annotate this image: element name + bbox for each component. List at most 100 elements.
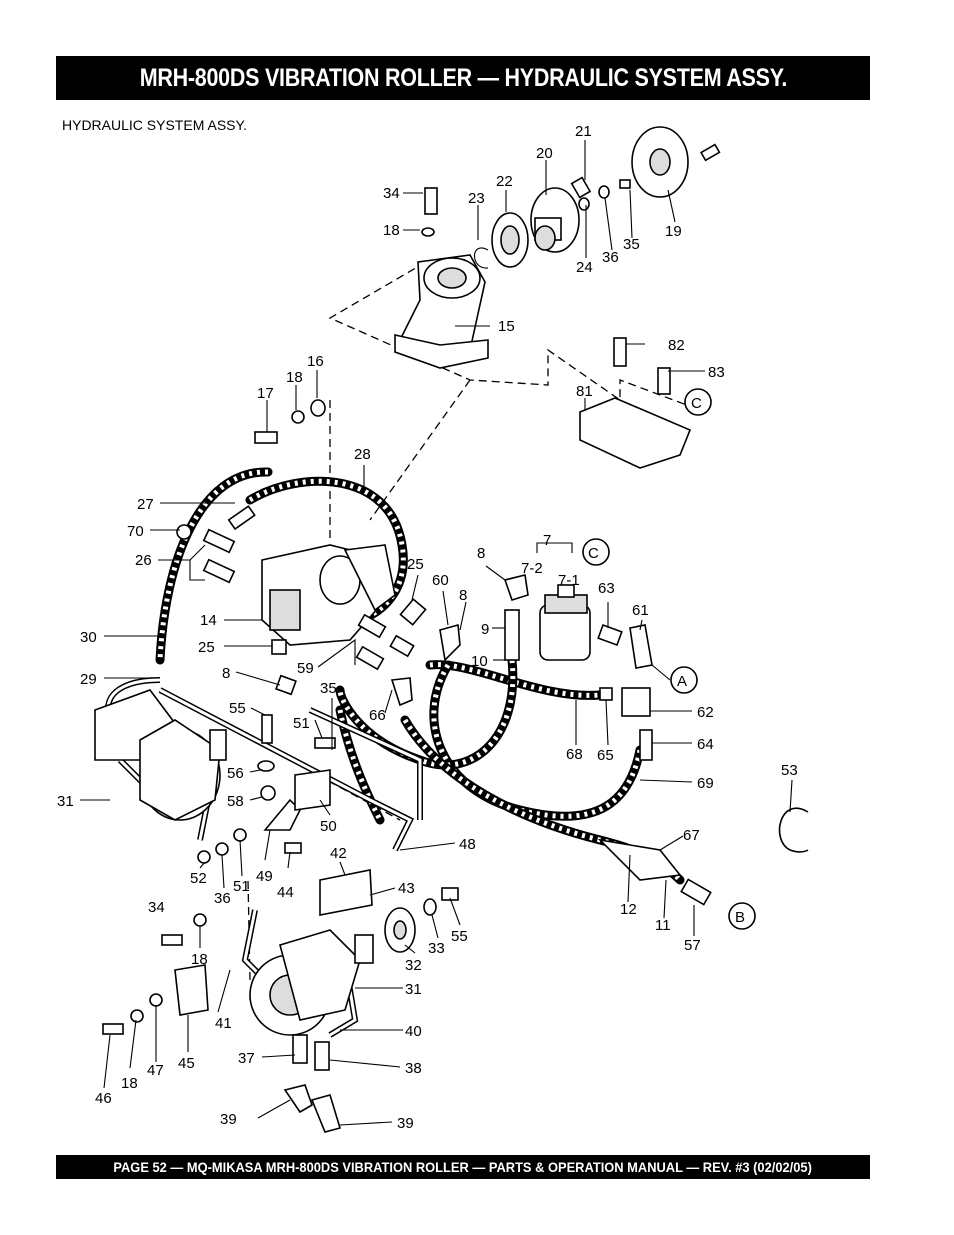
callout-40: 40 <box>405 1023 422 1040</box>
washer-part <box>197 850 211 864</box>
snap-ring-part <box>474 247 489 269</box>
callout-24: 24 <box>576 259 593 276</box>
callout-11: 11 <box>655 917 671 934</box>
callout-70: 70 <box>127 523 144 540</box>
callout-83: 83 <box>708 364 725 381</box>
callout-25: 25 <box>198 639 215 656</box>
callout-b-ref: B <box>735 909 745 926</box>
callout-18: 18 <box>191 951 208 968</box>
callout-7-2: 7-2 <box>521 560 543 577</box>
elbow-fitting-part <box>310 1094 342 1133</box>
control-valve-part <box>261 544 396 646</box>
bolt-part <box>657 367 671 395</box>
bearing-housing-part <box>394 254 489 369</box>
callout-10: 10 <box>471 653 488 670</box>
callout-55: 55 <box>229 700 246 717</box>
callout-50: 50 <box>320 818 337 835</box>
callout-27: 27 <box>137 496 154 513</box>
callout-33: 33 <box>428 940 445 957</box>
washer-part <box>260 785 276 801</box>
bearing-part <box>491 212 529 268</box>
callout-44: 44 <box>277 884 294 901</box>
callout-12: 12 <box>620 901 637 918</box>
callout-55: 55 <box>451 928 468 945</box>
callout-65: 65 <box>597 747 614 764</box>
callout-66: 66 <box>369 707 386 724</box>
callout-8: 8 <box>459 587 467 604</box>
callout-26: 26 <box>135 552 152 569</box>
bolt-part <box>613 337 627 367</box>
callout-36: 36 <box>214 890 231 907</box>
callout-14: 14 <box>200 612 217 629</box>
callout-47: 47 <box>147 1062 164 1079</box>
callout-49: 49 <box>256 868 273 885</box>
fitting-part <box>314 1041 330 1071</box>
callout-21: 21 <box>575 123 592 140</box>
callout-62: 62 <box>697 704 714 721</box>
coupling-flange-part <box>631 126 721 198</box>
leader-lines <box>80 140 793 1126</box>
callout-23: 23 <box>468 190 485 207</box>
clamp-part <box>294 769 331 811</box>
callout-c-ref: C <box>588 545 599 562</box>
callout-63: 63 <box>598 580 615 597</box>
bolt-part <box>254 431 278 444</box>
gear-part <box>384 907 416 953</box>
callout-56: 56 <box>227 765 244 782</box>
callout-46: 46 <box>95 1090 112 1107</box>
bolt-part <box>261 714 273 744</box>
callout-31: 31 <box>57 793 74 810</box>
callout-43: 43 <box>398 880 415 897</box>
bracket-part <box>319 869 373 916</box>
page-title: MRH-800DS VIBRATION ROLLER — HYDRAULIC S… <box>139 63 787 92</box>
callout-28: 28 <box>354 446 371 463</box>
washer-part <box>215 842 229 856</box>
bolt-part <box>619 179 631 189</box>
callout-35: 35 <box>320 680 337 697</box>
callout-64: 64 <box>697 736 714 753</box>
bolt-part <box>314 737 336 749</box>
callout-18: 18 <box>121 1075 138 1092</box>
callout-16: 16 <box>307 353 324 370</box>
callout-53: 53 <box>781 762 798 779</box>
callout-29: 29 <box>80 671 97 688</box>
washer-part <box>130 1009 144 1023</box>
callout-68: 68 <box>566 746 583 763</box>
callout-15: 15 <box>498 318 515 335</box>
fitting-part <box>176 505 653 761</box>
reference-dash-line <box>328 261 701 411</box>
callout-51: 51 <box>293 715 310 732</box>
callout-8: 8 <box>477 545 485 562</box>
callout-41: 41 <box>215 1015 232 1032</box>
washer-part <box>193 913 207 927</box>
callout-42: 42 <box>330 845 347 862</box>
callout-52: 52 <box>190 870 207 887</box>
callout-a-ref: A <box>677 673 687 690</box>
callout-61: 61 <box>632 602 649 619</box>
callout-32: 32 <box>405 957 422 974</box>
callout-82: 82 <box>668 337 685 354</box>
washer-part <box>257 760 275 772</box>
callout-36: 36 <box>602 249 619 266</box>
hydraulic-motor-part <box>94 689 227 821</box>
callout-25: 25 <box>407 556 424 573</box>
page-footer-text: PAGE 52 — MQ-MIKASA MRH-800DS VIBRATION … <box>113 1159 813 1175</box>
callout-58: 58 <box>227 793 244 810</box>
callout-67: 67 <box>683 827 700 844</box>
elbow-fitting-part <box>283 1084 313 1114</box>
bolt-part <box>441 887 459 901</box>
callout-39: 39 <box>397 1115 414 1132</box>
washer-part <box>598 185 610 199</box>
reference-circle-c <box>582 538 610 566</box>
callout-9: 9 <box>481 621 489 638</box>
callout-38: 38 <box>405 1060 422 1077</box>
washer-part <box>421 227 435 237</box>
washer-part <box>423 898 437 916</box>
callout-35: 35 <box>623 236 640 253</box>
callout-34: 34 <box>148 899 165 916</box>
callout-18: 18 <box>383 222 400 239</box>
hydraulic-motor-part <box>249 929 374 1036</box>
washer-part <box>310 399 326 417</box>
callout-17: 17 <box>257 385 274 402</box>
